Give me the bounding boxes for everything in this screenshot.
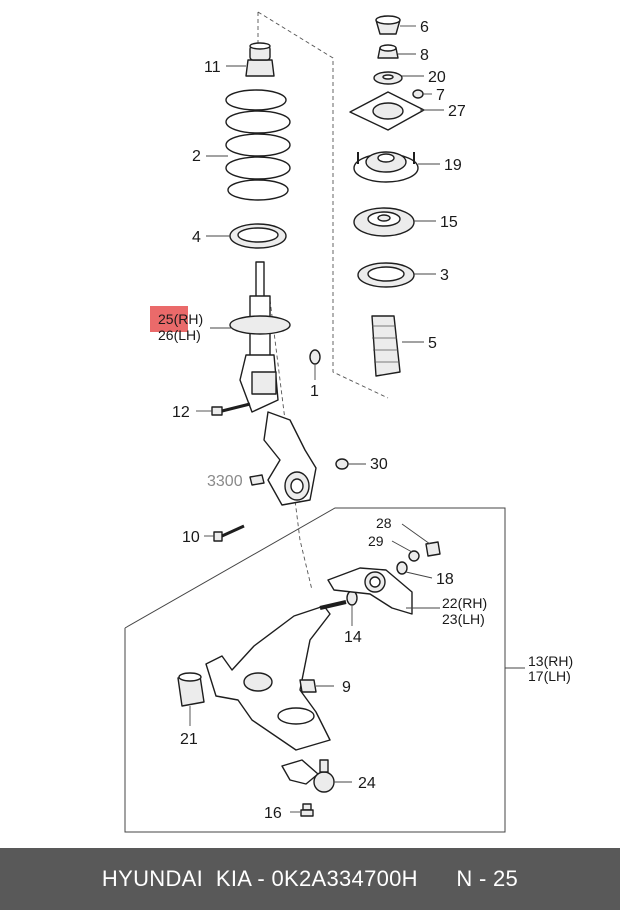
part-number-footer: HYUNDAI KIA - 0K2A334700H N - 25 [101, 866, 519, 891]
callout-5: 5 [428, 335, 437, 352]
callout-22: 22(RH) [442, 595, 487, 611]
upper-seat-15 [353, 207, 436, 237]
callout-18: 18 [436, 571, 454, 588]
callout-6: 6 [420, 19, 429, 36]
bushing-bracket-22 [327, 567, 440, 615]
footer-bar: HYUNDAI KIA - 0K2A334700H N - 25 [0, 848, 620, 910]
callout-29: 29 [368, 533, 384, 549]
callout-8: 8 [420, 47, 429, 64]
spring-pad-3 [357, 262, 436, 288]
bump-stopper [226, 42, 275, 77]
callout-20: 20 [428, 69, 446, 86]
nut-29 [391, 540, 420, 562]
callout-30: 30 [370, 456, 388, 473]
reference-3300: 3300 [207, 473, 243, 490]
callout-27: 27 [448, 103, 466, 120]
callout-25: 25(RH) [158, 311, 203, 327]
callout-10: 10 [182, 529, 200, 546]
washer-18 [396, 561, 433, 579]
spring-seat-lower [206, 223, 287, 249]
nut-8 [377, 44, 416, 59]
highlight-marker [150, 306, 188, 332]
washer-20 [373, 71, 424, 85]
washer-14 [346, 590, 358, 626]
steering-knuckle [249, 411, 317, 506]
cap-6 [375, 15, 416, 35]
bolt-16 [290, 803, 314, 817]
bolt-10 [204, 524, 245, 542]
callout-28: 28 [376, 515, 392, 531]
callout-17: 17(LH) [528, 668, 571, 684]
callout-21: 21 [180, 731, 198, 748]
strut-mount-19 [353, 151, 440, 183]
bushing-21 [177, 672, 205, 726]
callout-7: 7 [436, 87, 445, 104]
nut-28 [401, 523, 441, 557]
callout-4: 4 [192, 229, 201, 246]
callout-19: 19 [444, 157, 462, 174]
callout-9: 9 [342, 679, 351, 696]
callout-11: 11 [204, 59, 221, 76]
callout-23: 23(LH) [442, 611, 485, 627]
callout-24: 24 [358, 775, 376, 792]
callout-2: 2 [192, 148, 201, 165]
callout-1: 1 [310, 383, 319, 400]
lower-control-arm [205, 605, 331, 751]
lower-arm-frame [124, 507, 506, 833]
ball-joint-24 [281, 759, 352, 793]
callout-14: 14 [344, 629, 362, 646]
nut-9 [299, 679, 334, 693]
ball-joint-shaft [319, 600, 347, 610]
callout-15: 15 [440, 214, 458, 231]
insulator-27 [349, 91, 444, 131]
callout-26: 26(LH) [158, 327, 201, 343]
assembly-dashed-outline [257, 11, 389, 591]
bolt-12 [196, 402, 251, 416]
callout-13: 13(RH) [528, 653, 573, 669]
dust-boot-5 [371, 315, 424, 377]
callout-16: 16 [264, 805, 282, 822]
nut-7 [412, 89, 432, 99]
nut-1 [309, 349, 321, 380]
strut-assembly [210, 261, 291, 413]
coil-spring [206, 89, 291, 201]
callout-12: 12 [172, 404, 190, 421]
callout-3: 3 [440, 267, 449, 284]
parts-diagram: 6 8 11 20 7 27 2 19 15 4 3 25(RH) 26(LH)… [124, 11, 573, 833]
nut-30 [335, 458, 366, 470]
